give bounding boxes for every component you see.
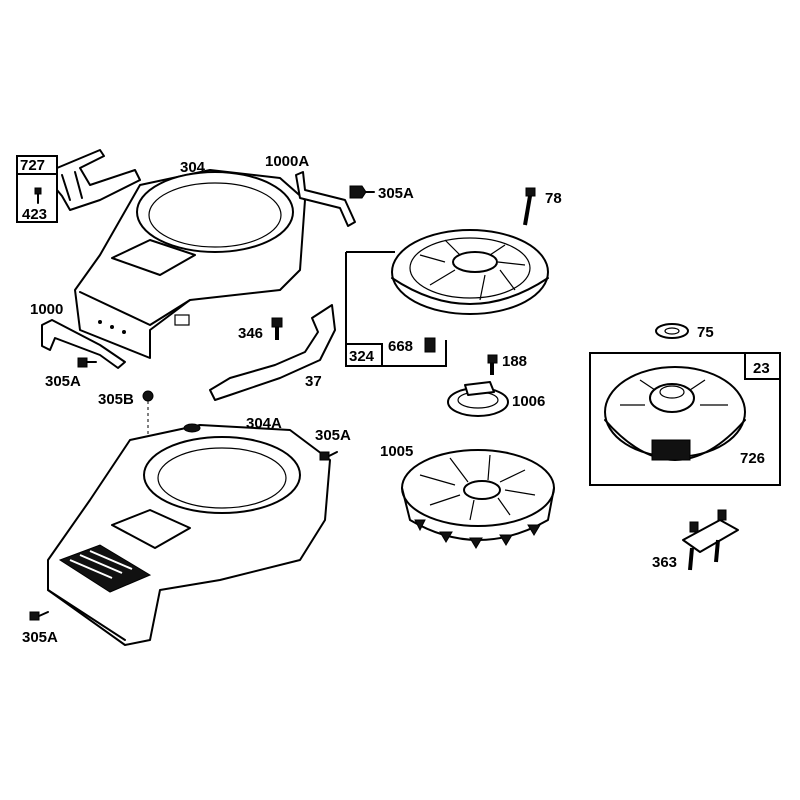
label-1000: 1000: [30, 301, 63, 318]
inset-box-324: [345, 252, 447, 367]
housing-304-slot: [174, 314, 190, 326]
label-78: 78: [545, 190, 562, 207]
label-box-324: [345, 343, 383, 367]
label-668: 668: [388, 338, 413, 355]
label-37: 37: [305, 373, 322, 390]
part-304A-blower-housing: [47, 423, 331, 646]
baffle-727-edge: [61, 171, 83, 201]
screw-305A-top: [349, 185, 375, 199]
fan-1005-hub: [463, 480, 501, 500]
label-1000A: 1000A: [265, 153, 309, 170]
housing-304-opening: [136, 171, 294, 253]
part-1000A-bracket: [295, 171, 356, 227]
screw-305A-left: [77, 357, 97, 368]
label-324: 324: [349, 348, 375, 365]
screw-305B: [142, 390, 154, 470]
part-304-blower-housing: [74, 169, 306, 359]
label-363: 363: [652, 554, 677, 571]
label-305B: 305B: [98, 391, 134, 408]
washer-75: [655, 323, 689, 339]
housing-304-opening-inner: [148, 182, 282, 248]
housing-304A-panel: [111, 509, 191, 549]
label-726: 726: [740, 450, 765, 467]
label-305A-bottom: 305A: [22, 629, 58, 646]
screw-305A-mid: [319, 451, 338, 461]
label-346: 346: [238, 325, 263, 342]
housing-304A-opening: [143, 436, 301, 514]
label-305A-mid: 305A: [315, 427, 351, 444]
part-1006-ring: [447, 381, 509, 417]
label-23: 23: [753, 360, 770, 377]
part-324-starter-inset: [345, 229, 549, 367]
guide-37: [209, 304, 336, 401]
label-423: 423: [22, 206, 47, 223]
label-305A-left: 305A: [45, 373, 81, 390]
label-304: 304: [180, 159, 206, 176]
screw-305A-bottom: [29, 611, 49, 621]
screw-188: [487, 354, 498, 375]
label-box-23: [744, 352, 781, 380]
part-23-flywheel-inset: [589, 352, 781, 486]
screw-423: [34, 187, 42, 204]
label-box-727: [16, 155, 58, 175]
inset-box-23: [589, 352, 781, 486]
bracket-1000A: [295, 171, 356, 227]
label-1005: 1005: [380, 443, 413, 460]
part-1000-bracket: [41, 319, 126, 369]
label-727: 727: [20, 157, 45, 174]
starter-324-hub: [452, 251, 498, 273]
part-1005-fan: [401, 449, 555, 549]
label-305A-top: 305A: [378, 185, 414, 202]
flywheel-23-magnet: [651, 439, 691, 461]
part-363-bracket: [682, 509, 739, 571]
part-37-guide: [209, 304, 336, 401]
bracket-363: [682, 519, 739, 553]
bolt-78: [523, 187, 536, 226]
housing-304-front-edge: [79, 291, 191, 326]
bracket-1000: [41, 319, 126, 369]
screw-346: [271, 317, 283, 340]
label-304A: 304A: [246, 415, 282, 432]
part-727-inset: [16, 149, 141, 223]
label-188: 188: [502, 353, 527, 370]
housing-304-panel: [111, 239, 196, 276]
baffle-727: [56, 149, 141, 211]
label-1006: 1006: [512, 393, 545, 410]
screw-668: [424, 337, 436, 353]
label-75: 75: [697, 324, 714, 341]
